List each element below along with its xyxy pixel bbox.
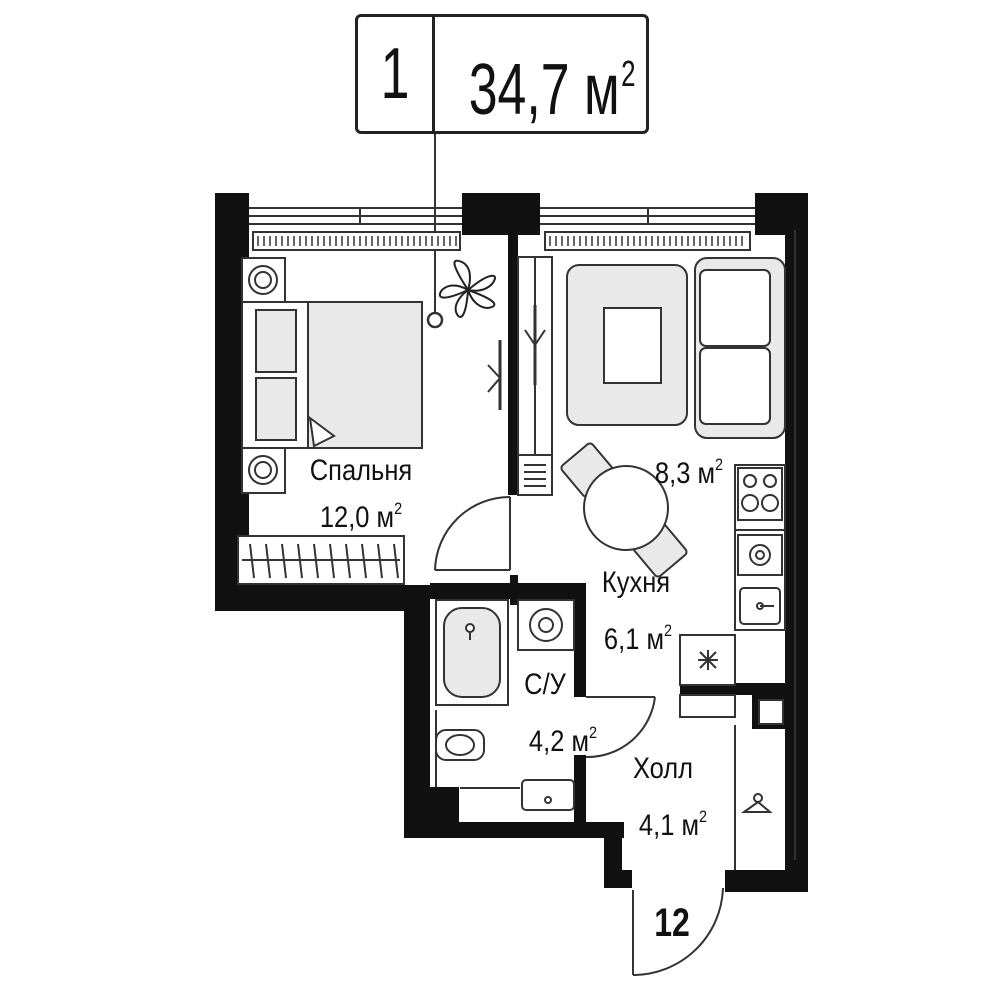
- bathroom-name: С/У: [524, 668, 566, 701]
- sofa: [694, 257, 786, 439]
- kitchen-area: 6,1 м2: [596, 614, 681, 657]
- living-area-value: 8,3 м: [654, 457, 716, 490]
- doors: [434, 496, 773, 976]
- hall-name: Холл: [632, 752, 694, 785]
- living-area-exponent: 2: [715, 455, 724, 474]
- room-count: 1: [380, 34, 410, 114]
- apartment-info-divider: [432, 14, 435, 134]
- bed: [241, 257, 423, 494]
- bedroom-area-exponent: 2: [394, 499, 403, 518]
- plant-icon: [438, 259, 496, 318]
- apartment-info-box: [355, 14, 649, 134]
- bedroom-area: 12,0 м2: [309, 492, 413, 535]
- living-area: 8,3 м2: [644, 448, 734, 491]
- windows: [249, 207, 796, 860]
- radiators: [252, 231, 751, 251]
- bedroom-name: Спальня: [309, 454, 413, 487]
- bathroom-fixtures: [435, 599, 575, 811]
- dining-table: [560, 442, 688, 578]
- hall-area-exponent: 2: [699, 807, 708, 826]
- hall-area-value: 4,1 м: [638, 809, 700, 842]
- walls: [215, 193, 808, 892]
- kitchen-area-exponent: 2: [664, 621, 673, 640]
- bathroom-area-exponent: 2: [589, 723, 598, 742]
- hall-area: 4,1 м2: [628, 800, 718, 843]
- bedroom-area-value: 12,0 м: [319, 501, 395, 534]
- total-area-exponent: 2: [621, 53, 636, 94]
- bathroom-area: 4,2 м2: [518, 716, 608, 759]
- closet: [487, 256, 553, 496]
- rug: [566, 264, 688, 426]
- total-area-value: 34,7 м: [468, 50, 620, 130]
- kitchen-name: Кухня: [601, 566, 671, 599]
- wardrobe: [237, 535, 405, 585]
- unit-number: 12: [654, 901, 690, 945]
- kitchen-unit: [679, 464, 786, 686]
- total-area: 34,7 м2: [468, 20, 636, 130]
- lamp-icon: [426, 311, 444, 329]
- kitchen-area-value: 6,1 м: [603, 623, 665, 656]
- bathroom-area-value: 4,2 м: [528, 725, 590, 758]
